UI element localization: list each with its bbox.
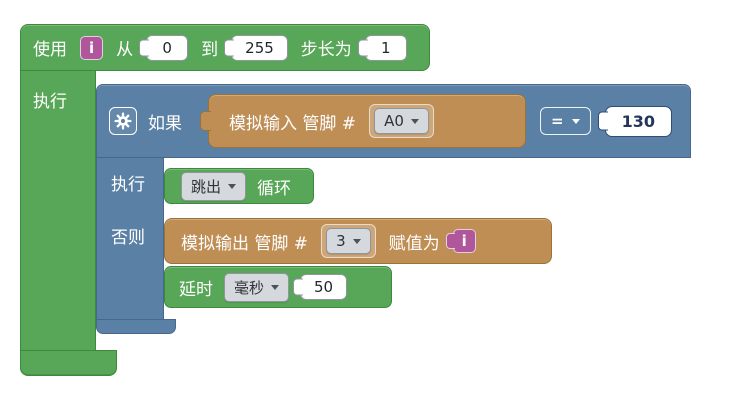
chevron-down-icon bbox=[352, 238, 361, 244]
mutator-gear-icon[interactable] bbox=[109, 107, 137, 135]
for-loop-statements: 如果 模拟输入 管脚 # A0 bbox=[96, 71, 691, 350]
if-else-section: 否则 模拟输出 管脚 # 3 bbox=[96, 213, 552, 319]
delay-block[interactable]: 延时 毫秒 50 bbox=[164, 266, 392, 308]
pin-dropdown[interactable]: 3 bbox=[326, 228, 371, 254]
if-do-statements: 跳出 循环 bbox=[164, 158, 314, 213]
loop-variable-chip[interactable]: i bbox=[80, 35, 104, 60]
operator-dropdown[interactable]: = bbox=[540, 107, 591, 135]
use-label: 使用 bbox=[33, 40, 67, 60]
if-else-spine: 否则 bbox=[96, 213, 164, 319]
from-label: 从 bbox=[116, 40, 134, 60]
if-do-label: 执行 bbox=[111, 175, 145, 195]
analog-read-label: 模拟输入 管脚 # bbox=[229, 113, 357, 134]
break-action-dropdown[interactable]: 跳出 bbox=[181, 171, 247, 201]
chevron-down-icon bbox=[271, 284, 280, 290]
to-value-field[interactable]: 255 bbox=[231, 34, 288, 61]
for-loop-header[interactable]: 使用 i 从 0 到 255 步长为 1 bbox=[20, 24, 430, 71]
for-loop-block[interactable]: 使用 i 从 0 到 255 步长为 1 执行 bbox=[20, 24, 691, 376]
analog-write-block[interactable]: 模拟输出 管脚 # 3 赋值为 i bbox=[164, 218, 552, 264]
chevron-down-icon bbox=[228, 183, 237, 189]
step-label: 步长为 bbox=[300, 40, 352, 60]
if-header[interactable]: 如果 模拟输入 管脚 # A0 bbox=[96, 84, 691, 158]
break-loop-block[interactable]: 跳出 循环 bbox=[164, 168, 314, 204]
pin-dropdown[interactable]: A0 bbox=[374, 108, 429, 134]
else-label: 否则 bbox=[111, 228, 145, 248]
delay-label: 延时 bbox=[179, 279, 213, 300]
break-loop-label: 循环 bbox=[257, 178, 292, 199]
step-value-field[interactable]: 1 bbox=[364, 34, 407, 61]
for-loop-body: 执行 bbox=[20, 71, 691, 350]
if-label: 如果 bbox=[148, 113, 182, 134]
if-condition: 模拟输入 管脚 # A0 = bbox=[208, 94, 672, 148]
analog-read-block[interactable]: 模拟输入 管脚 # A0 bbox=[208, 94, 526, 148]
chevron-down-icon bbox=[410, 118, 419, 124]
if-else-block[interactable]: 如果 模拟输入 管脚 # A0 bbox=[96, 84, 691, 334]
to-label: 到 bbox=[201, 40, 219, 60]
assign-label: 赋值为 bbox=[388, 233, 440, 254]
from-value-field[interactable]: 0 bbox=[146, 34, 189, 61]
pin-slot: A0 bbox=[369, 104, 434, 138]
delay-value-field[interactable]: 50 bbox=[300, 274, 348, 300]
pin-slot: 3 bbox=[321, 224, 376, 258]
compare-value-field[interactable]: 130 bbox=[604, 105, 672, 137]
delay-unit-dropdown[interactable]: 毫秒 bbox=[224, 272, 290, 302]
for-loop-do-spine: 执行 bbox=[20, 71, 96, 350]
chevron-down-icon bbox=[571, 118, 580, 124]
analog-write-label: 模拟输出 管脚 # bbox=[181, 233, 309, 254]
for-loop-bottom-bar bbox=[20, 350, 117, 376]
if-bottom-lip bbox=[96, 319, 176, 334]
variable-value-chip[interactable]: i bbox=[452, 229, 476, 253]
if-else-statements: 模拟输出 管脚 # 3 赋值为 i bbox=[164, 213, 552, 319]
if-do-spine: 执行 bbox=[96, 158, 164, 213]
loop-do-label: 执行 bbox=[33, 92, 67, 112]
if-do-section: 执行 跳出 循环 bbox=[96, 158, 314, 213]
